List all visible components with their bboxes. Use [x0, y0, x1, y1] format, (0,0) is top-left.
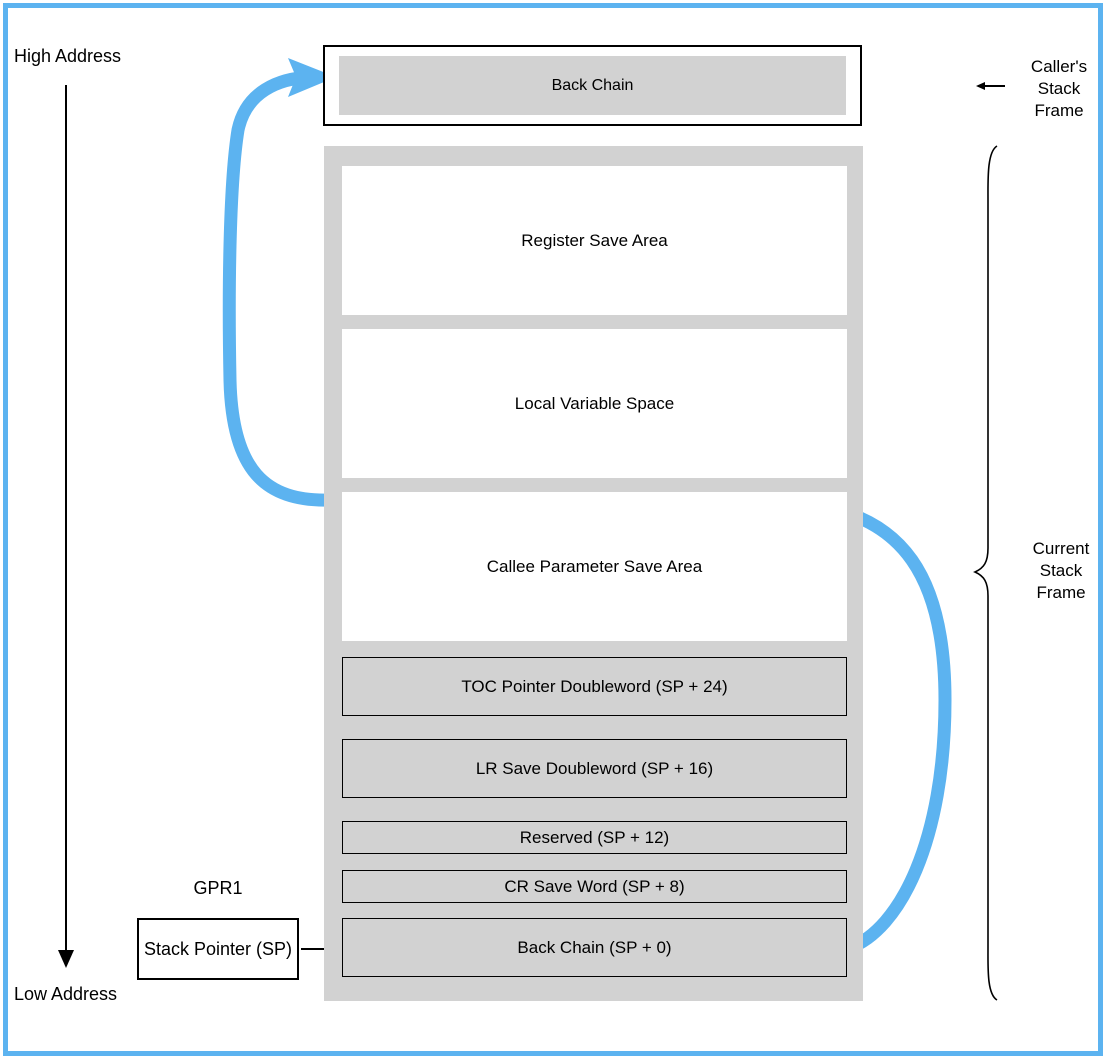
slot-back-chain: Back Chain [339, 56, 846, 115]
slot-reserved: Reserved (SP + 12) [342, 821, 847, 854]
stack-pointer-box: Stack Pointer (SP) [137, 918, 299, 980]
slot-lr-save-doubleword: LR Save Doubleword (SP + 16) [342, 739, 847, 798]
callers-stack-frame-box: Back Chain [323, 45, 862, 126]
callers-stack-frame-annotation: Caller's Stack Frame [1030, 57, 1088, 120]
current-stack-frame-annotation: Current Stack Frame [1032, 539, 1090, 602]
slot-back-chain-sp0: Back Chain (SP + 0) [342, 918, 847, 977]
high-address-label: High Address [14, 46, 122, 66]
low-address-label: Low Address [14, 984, 118, 1004]
gpr1-label: GPR1 [193, 878, 243, 898]
slot-cr-save-word: CR Save Word (SP + 8) [342, 870, 847, 903]
slot-local-variable-space: Local Variable Space [342, 329, 847, 478]
slot-callee-parameter-save-area: Callee Parameter Save Area [342, 492, 847, 641]
slot-toc-pointer-doubleword: TOC Pointer Doubleword (SP + 24) [342, 657, 847, 716]
current-frame-brace [973, 145, 998, 1001]
slot-register-save-area: Register Save Area [342, 166, 847, 315]
address-direction-arrow [58, 85, 74, 968]
current-stack-frame-box: Register Save Area Local Variable Space … [324, 146, 863, 1001]
